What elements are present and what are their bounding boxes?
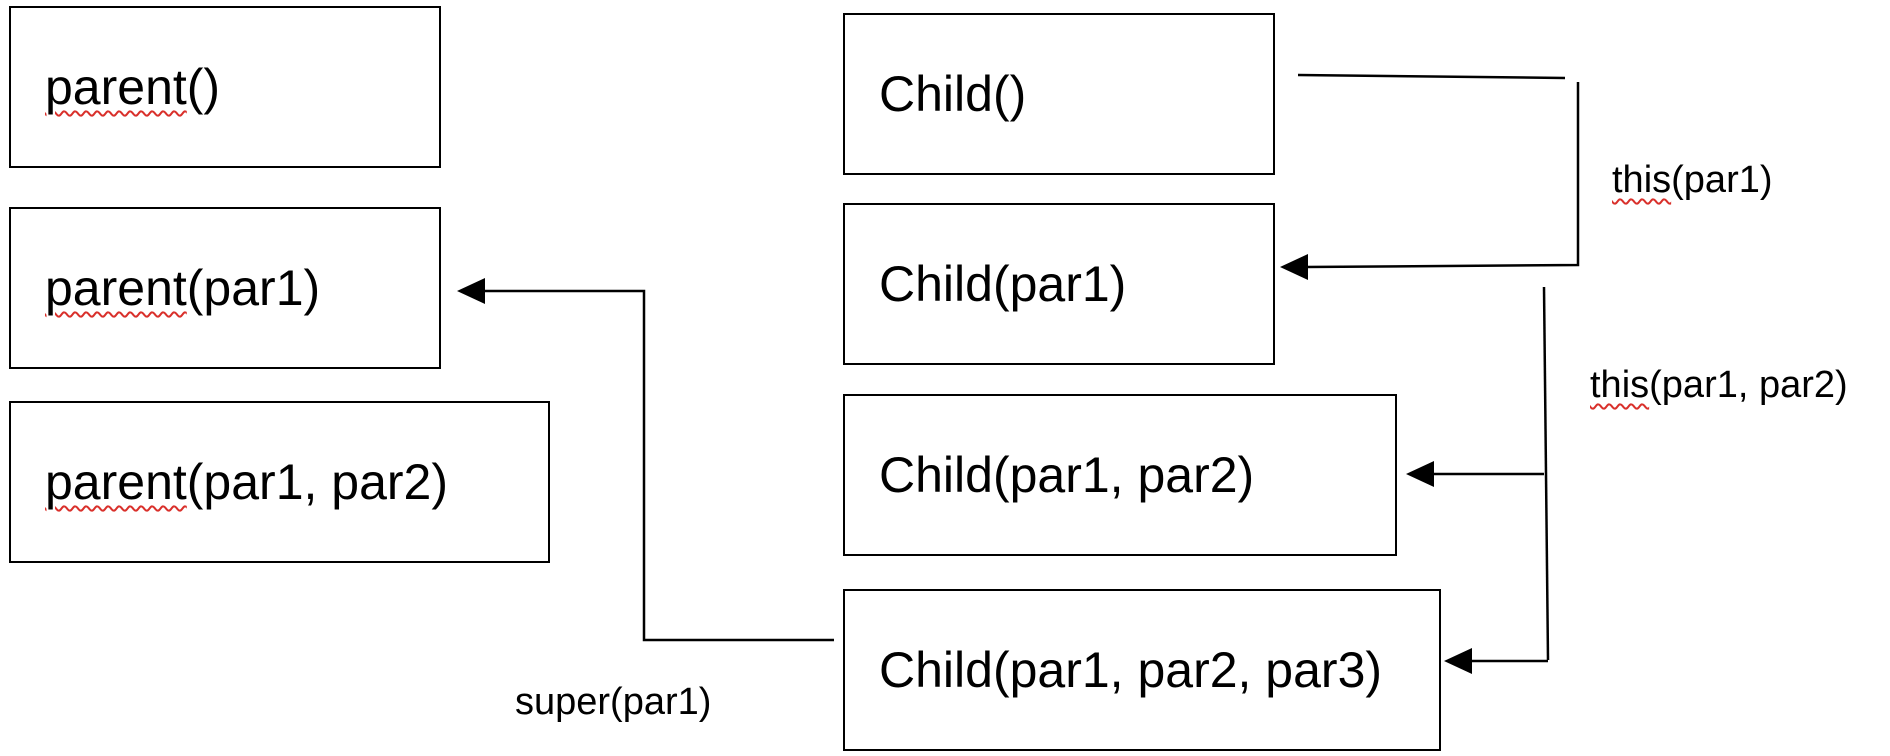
parent-constructor-box-1: parent(par1) — [9, 207, 441, 369]
parent-name: parent — [45, 454, 187, 510]
parent-name: parent — [45, 59, 187, 115]
parent-args: (par1) — [186, 260, 321, 316]
child-constructor-label: Child(par1, par2) — [879, 447, 1255, 503]
this-double-arrowhead-lower — [1444, 648, 1472, 674]
this-double-label: this(par1, par2) — [1590, 366, 1848, 404]
this-single-arrowhead — [1280, 254, 1308, 280]
this-args: (par1, par2) — [1649, 364, 1848, 406]
child-constructor-box-2: Child(par1, par2) — [843, 394, 1397, 556]
parent-constructor-box-2: parent(par1, par2) — [9, 401, 550, 563]
super-call-arrowhead — [457, 278, 485, 304]
child-constructor-label: Child(par1, par2, par3) — [879, 642, 1383, 698]
parent-constructor-label: parent(par1) — [45, 263, 320, 313]
this-double-trunk — [1542, 286, 1550, 661]
this-single-label: this(par1) — [1612, 161, 1773, 199]
parent-constructor-label: parent(par1, par2) — [45, 457, 448, 507]
parent-name: parent — [45, 260, 187, 316]
this-single-path — [1297, 73, 1566, 80]
super-call-label: super(par1) — [515, 681, 712, 723]
child-constructor-box-1: Child(par1) — [843, 203, 1275, 365]
parent-constructor-label: parent() — [45, 62, 220, 112]
this-keyword: this — [1612, 159, 1672, 201]
child-constructor-box-0: Child() — [843, 13, 1275, 175]
child-constructor-label: Child() — [879, 66, 1027, 122]
this-keyword: this — [1590, 364, 1650, 406]
this-double-arrowhead-upper — [1406, 461, 1434, 487]
child-constructor-label: Child(par1) — [879, 256, 1127, 312]
this-single-path-return — [1304, 82, 1580, 269]
this-double-connector — [1430, 286, 1550, 663]
this-args: (par1) — [1671, 159, 1773, 201]
super-call-path — [480, 289, 834, 642]
this-single-connector — [1297, 73, 1580, 269]
parent-args: (par1, par2) — [186, 454, 449, 510]
child-constructor-box-3: Child(par1, par2, par3) — [843, 589, 1441, 751]
super-call-connector — [480, 289, 834, 642]
parent-constructor-box-0: parent() — [9, 6, 441, 168]
parent-args: () — [186, 59, 221, 115]
